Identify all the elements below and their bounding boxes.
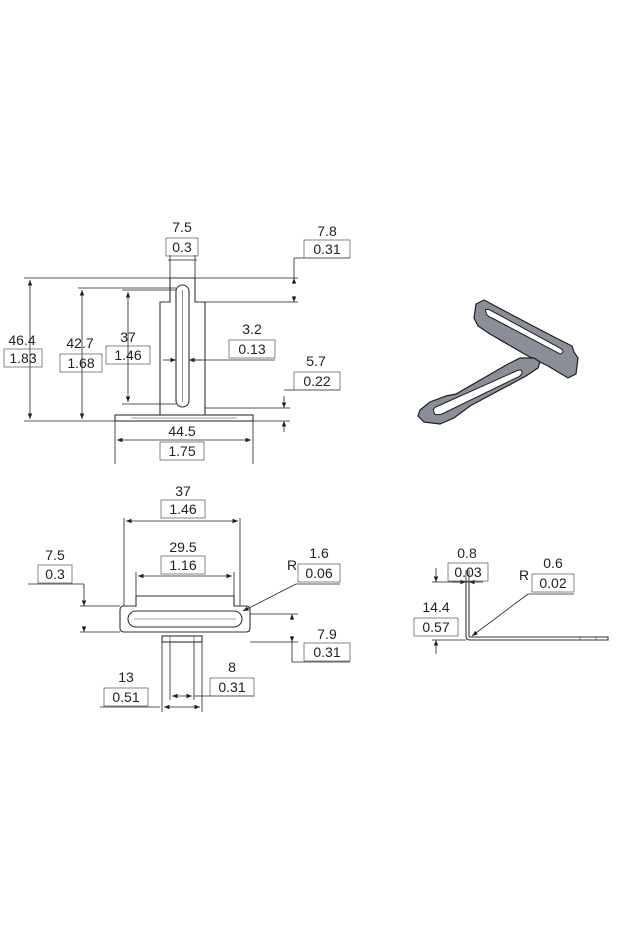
dim-slot-span-mm: 42.7 bbox=[66, 335, 93, 351]
dim-tab-depth-mm: 7.9 bbox=[317, 626, 337, 642]
dim-overall-height-in: 1.83 bbox=[9, 350, 36, 366]
top-view-part-outline bbox=[119, 595, 251, 643]
dim-stem-width-mm: 13 bbox=[118, 669, 134, 685]
dim-tab-depth-in: 0.31 bbox=[313, 644, 340, 660]
dim-slot-inner-length-mm: 29.5 bbox=[169, 539, 196, 555]
isometric-view bbox=[417, 299, 579, 425]
dim-slot-width: 3.2 0.13 bbox=[163, 321, 276, 363]
dim-slot-outer-length-mm: 37 bbox=[175, 483, 191, 499]
side-view-part-outline bbox=[465, 581, 609, 641]
dim-tab-offset-in: 0.31 bbox=[313, 241, 340, 257]
dim-slot-span-in: 1.68 bbox=[67, 355, 94, 371]
dim-stem-gap: 8 0.31 bbox=[169, 642, 255, 700]
dim-slot-length-mm: 37 bbox=[120, 329, 136, 345]
front-view: 7.5 0.3 7.8 0.31 46.4 1.83 bbox=[3, 219, 351, 464]
dim-slot-outer-length-in: 1.46 bbox=[169, 501, 196, 517]
dim-base-width-mm: 44.5 bbox=[168, 423, 195, 439]
dim-side-bend-radius-mm: 0.6 bbox=[543, 555, 563, 571]
dim-base-width-in: 1.75 bbox=[168, 443, 195, 459]
dim-width-top-mm: 7.5 bbox=[172, 219, 192, 235]
dim-side-thickness: 0.8 0.03 bbox=[447, 545, 489, 585]
dim-end-radius-prefix: R bbox=[287, 557, 297, 573]
dim-width-top: 7.5 0.3 bbox=[165, 219, 199, 278]
dim-tab-height-mm: 7.5 bbox=[45, 547, 65, 563]
dim-slot-width-mm: 3.2 bbox=[242, 321, 262, 337]
dim-base-thickness-mm: 5.7 bbox=[306, 353, 326, 369]
dim-overall-height-mm: 46.4 bbox=[8, 332, 35, 348]
front-view-part-outline bbox=[114, 277, 254, 422]
dim-base-width: 44.5 1.75 bbox=[114, 421, 254, 464]
dim-side-thickness-mm: 0.8 bbox=[457, 545, 477, 561]
dim-slot-width-in: 0.13 bbox=[238, 341, 265, 357]
dim-base-thickness-in: 0.22 bbox=[303, 373, 330, 389]
dim-side-bend-radius-in: 0.02 bbox=[539, 575, 566, 591]
dim-end-radius-mm: 1.6 bbox=[309, 545, 329, 561]
dim-slot-length: 37 1.46 bbox=[105, 289, 176, 405]
side-view: 0.8 0.03 R 0.6 0.02 14.4 0.57 bbox=[413, 545, 609, 654]
dim-side-leg-height: 14.4 0.57 bbox=[413, 568, 466, 654]
dim-slot-outer-length: 37 1.46 bbox=[123, 483, 241, 606]
dim-tab-height: 7.5 0.3 bbox=[28, 547, 120, 633]
dim-slot-inner-length-in: 1.16 bbox=[169, 557, 196, 573]
dim-tab-height-in: 0.3 bbox=[45, 566, 65, 582]
dim-stem-gap-mm: 8 bbox=[228, 659, 236, 675]
dim-tab-offset-mm: 7.8 bbox=[317, 223, 337, 239]
dim-slot-length-in: 1.46 bbox=[114, 347, 141, 363]
iso-vertical-slot bbox=[485, 308, 564, 355]
dim-side-thickness-in: 0.03 bbox=[454, 564, 481, 580]
dim-side-leg-height-mm: 14.4 bbox=[422, 599, 449, 615]
dim-slot-inner-length: 29.5 1.16 bbox=[135, 539, 235, 596]
dim-side-leg-height-in: 0.57 bbox=[422, 619, 449, 635]
dim-stem-width: 13 0.51 bbox=[100, 642, 203, 712]
dim-side-bend-radius: R 0.6 0.02 bbox=[471, 555, 575, 637]
dim-tab-depth: 7.9 0.31 bbox=[250, 613, 351, 663]
dim-stem-gap-in: 0.31 bbox=[218, 679, 245, 695]
dim-end-radius-in: 0.06 bbox=[305, 565, 332, 581]
dim-overall-height: 46.4 1.83 bbox=[3, 277, 170, 422]
dim-stem-width-in: 0.51 bbox=[112, 689, 139, 705]
dim-side-bend-radius-prefix: R bbox=[519, 567, 529, 583]
dim-slot-span: 42.7 1.68 bbox=[59, 287, 176, 419]
iso-base-slot bbox=[433, 369, 523, 416]
dim-end-radius: R 1.6 0.06 bbox=[242, 545, 341, 612]
dim-tab-offset: 7.8 0.31 bbox=[195, 223, 351, 303]
dim-width-top-in: 0.3 bbox=[172, 239, 192, 255]
dim-base-thickness: 5.7 0.22 bbox=[205, 353, 341, 432]
top-view: 37 1.46 29.5 1.16 R 1.6 0.06 bbox=[28, 483, 351, 712]
